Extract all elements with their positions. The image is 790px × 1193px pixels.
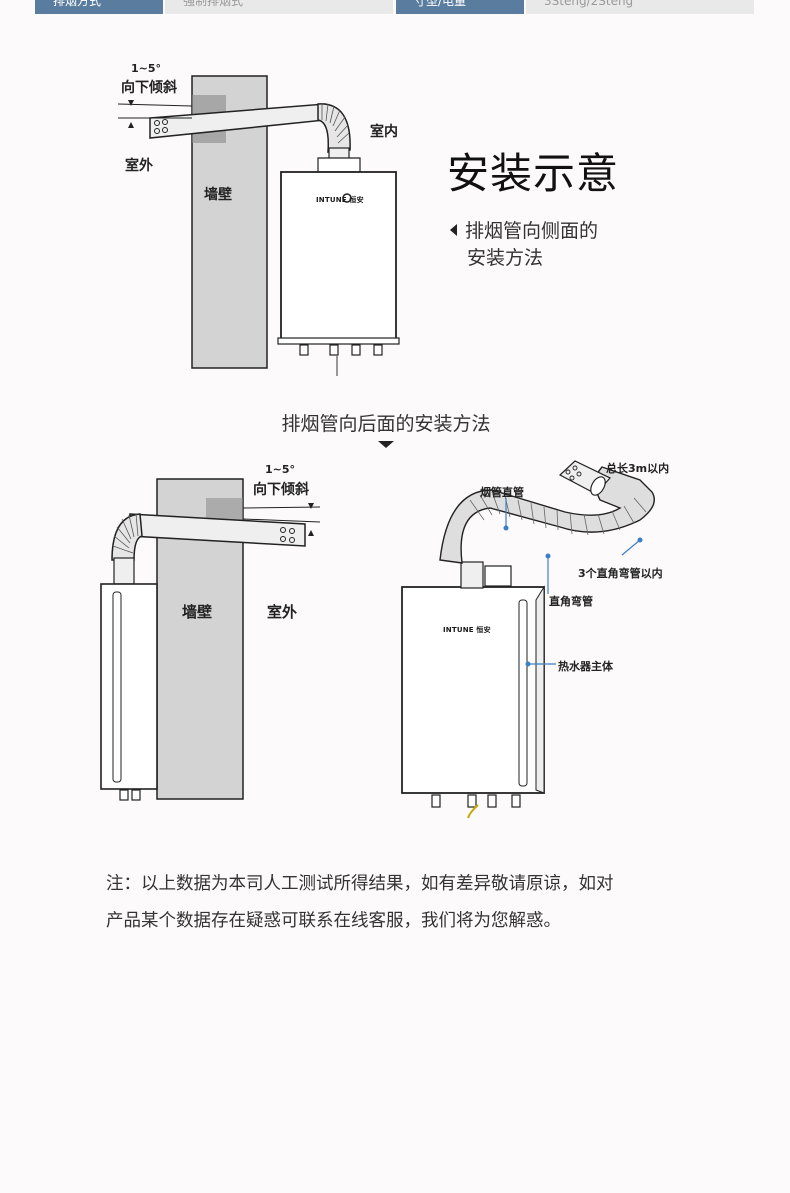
outdoor-label-1: 室外 xyxy=(125,158,153,174)
wall-label-1: 墙壁 xyxy=(204,187,232,203)
rear-exhaust-diagrams xyxy=(100,460,655,819)
side-description: 排烟管向侧面的 安装方法 xyxy=(450,218,598,272)
outdoor-label-2: 室外 xyxy=(267,603,298,621)
elbow-limit-label: 3个直角弯管以内 xyxy=(578,567,663,580)
brand-logo-1: INTUNE 恒安 xyxy=(316,196,364,204)
spec-value-size: 3Steng/2Steng xyxy=(526,0,754,14)
spec-value-exhaust: 强制排烟式 xyxy=(165,0,393,14)
tilt-angle-label-1: 1~5° xyxy=(131,62,162,75)
flex-duct xyxy=(439,466,655,564)
side-exhaust-diagram xyxy=(117,75,400,376)
elbow-label: 直角弯管 xyxy=(549,595,593,608)
triangle-left-icon xyxy=(450,224,457,236)
tilt-text-label-2: 向下倾斜 xyxy=(253,482,309,498)
brand-logo-2: INTUNE 恒安 xyxy=(443,626,491,634)
tilt-text-label-1: 向下倾斜 xyxy=(121,80,177,96)
spec-table-strip: 排烟方式 强制排烟式 寸型/电量 3Steng/2Steng xyxy=(0,0,790,14)
install-title: 安装示意 xyxy=(447,149,620,198)
wall-label-2: 墙壁 xyxy=(182,603,213,621)
rear-install-title: 排烟管向后面的安装方法 xyxy=(281,413,491,435)
spec-label-size: 寸型/电量 xyxy=(396,0,524,14)
water-heater-side xyxy=(100,583,158,790)
disclaimer-note: 注：以上数据为本司人工测试所得结果，如有差异敬请原谅，如对 产品某个数据存在疑惑… xyxy=(106,874,614,931)
water-heater-front xyxy=(401,586,545,794)
total-length-label: 总长3m以内 xyxy=(606,462,670,475)
heater-body-label: 热水器主体 xyxy=(558,660,613,673)
straight-pipe-label: 烟管直管 xyxy=(480,486,524,499)
spec-label-exhaust: 排烟方式 xyxy=(35,0,163,14)
indoor-label: 室内 xyxy=(370,124,398,140)
triangle-down-icon xyxy=(378,441,394,448)
tilt-angle-label-2: 1~5° xyxy=(265,463,296,476)
